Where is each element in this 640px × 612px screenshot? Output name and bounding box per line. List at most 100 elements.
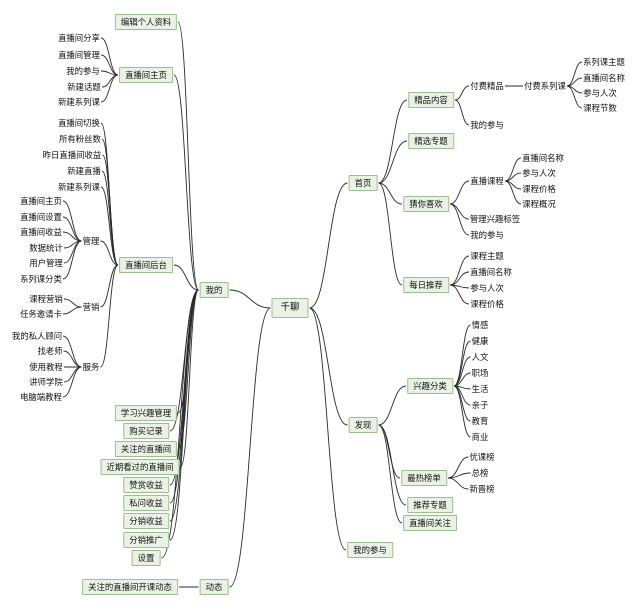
- node-me: 我的: [199, 282, 229, 298]
- node-s5: 电脑端教程: [20, 392, 62, 402]
- node-m3: 直播间收益: [20, 227, 62, 237]
- node-s3: 使用教程: [29, 362, 63, 372]
- link-disc-f2: [378, 424, 401, 479]
- link-liveback-mgmt: [100, 240, 119, 266]
- node-mypart: 我的参与: [347, 542, 393, 558]
- link-liveback-lb3: [102, 154, 119, 266]
- link-mkt-k2: [62, 306, 82, 315]
- node-mgmt: 管理: [82, 236, 100, 246]
- node-h1b: 我的参与: [470, 120, 504, 130]
- link-h1-h1a: [454, 85, 470, 101]
- link-disc-f1: [378, 385, 407, 426]
- node-disc: 发现: [348, 417, 378, 433]
- link-h3-h3b: [449, 203, 470, 220]
- node-pq: 私问收益: [123, 495, 169, 511]
- link-svc-s1: [62, 335, 82, 368]
- node-dyn: 动态: [199, 579, 229, 595]
- link-livehome-lh3: [100, 70, 119, 76]
- node-c6: 亲子: [471, 400, 489, 410]
- link-mgmt-m2: [62, 216, 82, 242]
- link-h4-dr4: [449, 284, 470, 305]
- node-d1: 关注的直播间开课动态: [82, 579, 178, 595]
- link-home-h3: [378, 182, 403, 205]
- link-mgmt-m6: [62, 240, 82, 280]
- node-lc3: 课程价格: [522, 184, 556, 194]
- node-lh1: 直播间分享: [58, 33, 100, 43]
- node-h3: 猜你喜欢: [403, 196, 449, 212]
- link-me-distp: [169, 289, 199, 541]
- link-svc-s5: [62, 366, 82, 398]
- node-liveback: 直播间后台: [119, 257, 173, 273]
- node-h3b: 管理兴趣标签: [469, 214, 521, 224]
- link-home-h1: [378, 99, 408, 184]
- node-c1: 情感: [471, 320, 489, 330]
- link-livehome-lh2: [100, 54, 119, 76]
- node-c3: 人文: [471, 352, 489, 362]
- link-f2-r2: [447, 472, 471, 479]
- node-svc: 服务: [82, 362, 100, 372]
- node-lb4: 新建直播: [67, 166, 101, 176]
- node-lb1: 直播间切换: [58, 118, 100, 128]
- node-f3: 推荐专题: [407, 497, 453, 513]
- node-r3: 新晋榜: [469, 484, 495, 494]
- link-pseries-ps4: [566, 85, 583, 109]
- link-me-livehome: [173, 74, 199, 291]
- link-mgmt-m1: [62, 200, 82, 242]
- node-f1: 兴趣分类: [407, 378, 453, 394]
- node-mkt: 营销: [82, 302, 100, 312]
- link-f1-c3: [453, 356, 471, 387]
- node-ps3: 参与人次: [583, 88, 617, 98]
- node-followed: 关注的直播间: [114, 441, 178, 457]
- node-dr3: 参与人次: [470, 283, 504, 293]
- node-h1: 精品内容: [408, 92, 454, 108]
- node-k2: 任务邀请卡: [20, 309, 62, 319]
- node-lh3: 我的参与: [66, 66, 100, 76]
- node-h3c: 我的参与: [470, 230, 504, 240]
- node-h3a: 直播课程: [470, 176, 504, 186]
- node-buy: 购买记录: [123, 423, 169, 439]
- link-livehome-lh1: [100, 37, 119, 76]
- link-me-recent: [180, 289, 199, 468]
- link-h4-dr2: [449, 271, 470, 286]
- node-ps1: 系列课主题: [583, 57, 625, 67]
- link-f2-r1: [447, 456, 469, 479]
- node-lb2: 所有粉丝数: [59, 134, 101, 144]
- node-m4: 数据统计: [29, 243, 63, 253]
- link-root-home: [309, 182, 348, 309]
- node-livehome: 直播间主页: [119, 67, 173, 83]
- node-lc1: 直播间名称: [522, 153, 564, 163]
- node-c8: 商业: [471, 432, 489, 442]
- link-h3-h3a: [449, 180, 470, 205]
- node-lc4: 课程概况: [522, 199, 556, 209]
- node-interest: 学习兴趣管理: [114, 405, 178, 421]
- root-node: 千聊: [271, 298, 309, 318]
- node-c2: 健康: [471, 336, 489, 346]
- link-h4-dr1: [449, 255, 470, 286]
- node-lc2: 参与人次: [522, 168, 556, 178]
- link-liveback-lb5: [100, 186, 119, 266]
- node-s4: 讲师学院: [29, 377, 63, 387]
- node-settings: 设置: [131, 550, 161, 566]
- link-liveback-lb4: [101, 170, 119, 266]
- link-h3a-lc4: [504, 180, 522, 205]
- node-lb3: 昨日直播间收益: [42, 150, 102, 160]
- link-liveback-svc: [100, 264, 119, 368]
- link-root-me: [229, 289, 271, 309]
- node-s1: 我的私人顾问: [11, 331, 63, 341]
- node-m2: 直播间设置: [20, 212, 62, 222]
- link-f1-c7: [453, 385, 471, 422]
- node-ps2: 直播间名称: [583, 73, 625, 83]
- node-pseries: 付费系列课: [524, 81, 566, 91]
- link-f1-c8: [453, 385, 471, 438]
- link-root-dyn: [229, 307, 271, 588]
- node-r2: 总榜: [471, 468, 489, 478]
- node-lh4: 新建话题: [67, 82, 101, 92]
- node-distp: 分销推广: [123, 532, 169, 548]
- node-m5: 用户管理: [29, 258, 63, 268]
- node-dr4: 课程价格: [470, 299, 504, 309]
- node-c7: 教育: [471, 416, 489, 426]
- node-dr2: 直播间名称: [470, 267, 512, 277]
- node-c4: 职场: [471, 368, 489, 378]
- node-r1: 优课榜: [469, 452, 495, 462]
